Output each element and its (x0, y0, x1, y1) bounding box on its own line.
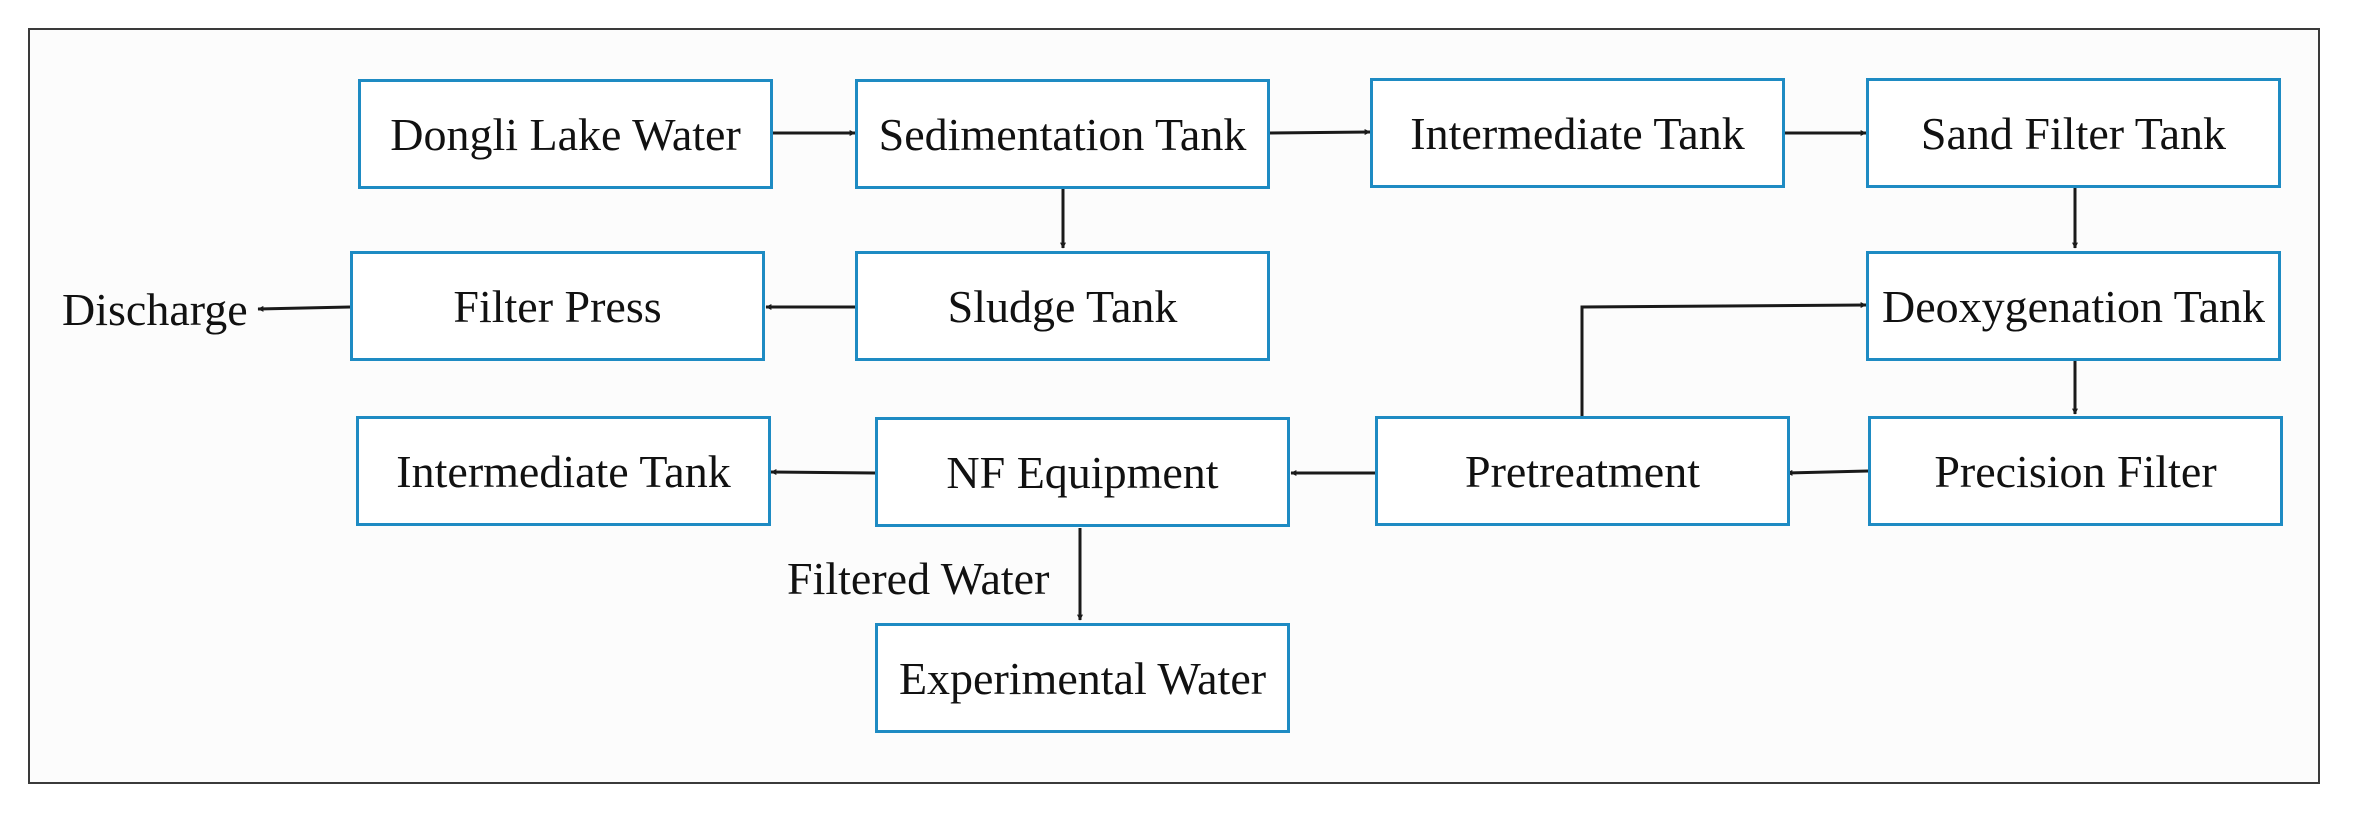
box-nf-equipment: NF Equipment (875, 417, 1290, 527)
arrow-filter-press-to-discharge (257, 305, 351, 312)
box-precision-filter: Precision Filter (1868, 416, 2283, 526)
box-intermediate-tank-bottom: Intermediate Tank (356, 416, 771, 526)
box-filter-press: Filter Press (350, 251, 765, 361)
box-sludge-tank: Sludge Tank (855, 251, 1270, 361)
arrow-pretreatment-to-deoxygenation (1580, 302, 1867, 416)
arrow-sedimentation-to-intermediate (1267, 129, 1371, 136)
box-dongli-lake-water: Dongli Lake Water (358, 79, 773, 189)
box-intermediate-tank-top: Intermediate Tank (1370, 78, 1785, 188)
box-deoxygenation-tank: Deoxygenation Tank (1866, 251, 2281, 361)
label-discharge: Discharge (62, 284, 248, 335)
box-sedimentation-tank: Sedimentation Tank (855, 79, 1270, 189)
arrow-nf-to-intermediate (770, 469, 876, 476)
box-sand-filter-tank: Sand Filter Tank (1866, 78, 2281, 188)
label-filtered-water: Filtered Water (787, 553, 1050, 604)
box-pretreatment: Pretreatment (1375, 416, 1790, 526)
arrow-precision-to-pretreatment (1786, 469, 1869, 476)
box-experimental-water: Experimental Water (875, 623, 1290, 733)
